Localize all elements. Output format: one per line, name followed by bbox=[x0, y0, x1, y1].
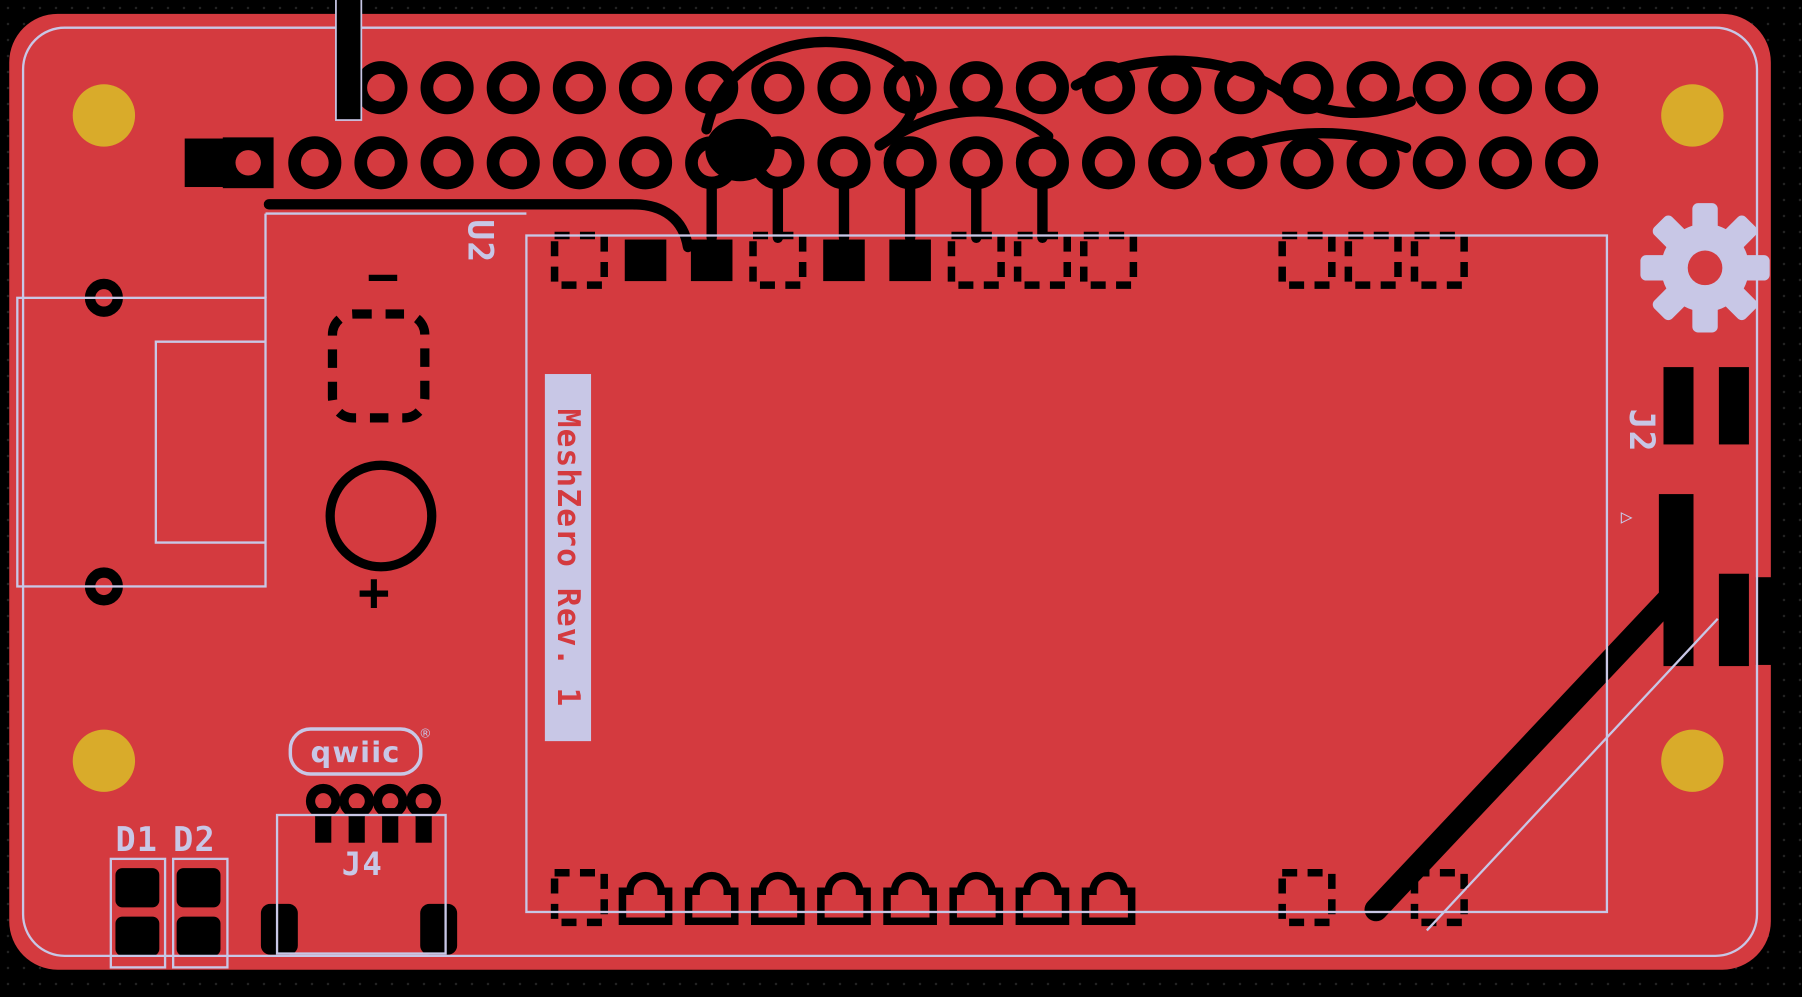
rf-antenna-copper bbox=[1364, 367, 1773, 922]
board-outline-silkscreen bbox=[21, 26, 1759, 957]
led-pads bbox=[115, 868, 221, 956]
mounting-hole bbox=[72, 729, 136, 792]
battery-pads bbox=[325, 309, 437, 572]
mounting-hole bbox=[1661, 729, 1724, 792]
gear-icon bbox=[1640, 203, 1770, 333]
qwiic-connector-pads bbox=[260, 788, 458, 955]
edge-slot bbox=[335, 0, 363, 121]
antenna-keepout-line bbox=[1425, 617, 1719, 932]
d1-outline bbox=[109, 857, 167, 969]
header-pin1-pad bbox=[184, 137, 274, 189]
d2-outline bbox=[172, 857, 229, 969]
board-substrate bbox=[9, 13, 1771, 970]
mounting-holes bbox=[72, 84, 1724, 792]
silkscreen-outlines bbox=[16, 26, 1759, 969]
mounting-hole bbox=[72, 84, 136, 147]
u2-module-outline bbox=[525, 234, 1609, 914]
usb-connector-outline bbox=[16, 296, 267, 588]
j4-connector-outline bbox=[275, 813, 447, 955]
mounting-hole bbox=[1661, 84, 1724, 147]
